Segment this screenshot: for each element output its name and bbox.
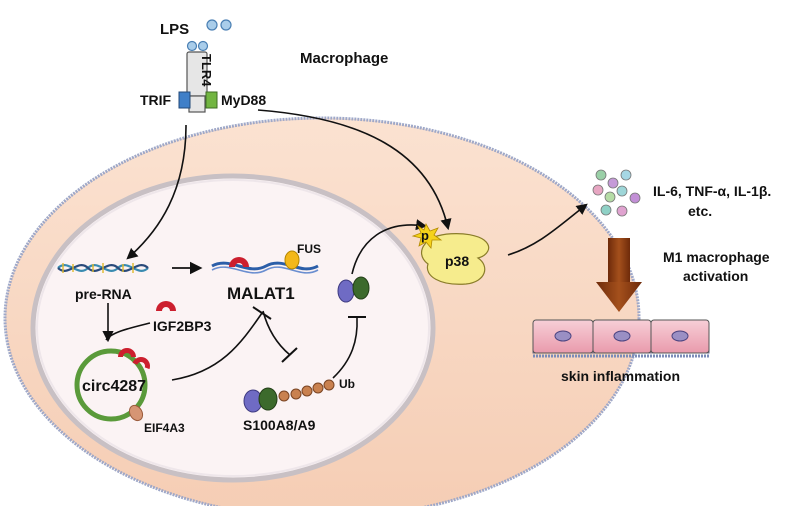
arrow-tlr4-to-prerna (126, 124, 187, 260)
lps-label: LPS (160, 21, 189, 38)
inhibit-circ-to-malat1 (171, 312, 263, 381)
ubiquitin-chain (278, 379, 335, 402)
macrophage-label: Macrophage (300, 50, 388, 67)
p38-label: p38 (445, 253, 469, 269)
igf2bp3-protein (156, 301, 176, 311)
myd88-adaptor (205, 91, 218, 109)
fus-label: FUS (297, 242, 321, 256)
s100a9-protein (258, 387, 278, 411)
skin-cells (532, 319, 710, 358)
inhibit-ub-to-s100 (332, 317, 358, 379)
igf2bp3-on-circ-1 (118, 348, 136, 357)
s100a8a9-label: S100A8/A9 (243, 417, 316, 433)
arrow-p38-to-cytokines (507, 203, 588, 256)
nucleus (30, 173, 436, 483)
cytokine-molecules (592, 169, 641, 217)
lps-molecules (186, 19, 232, 52)
p38-protein (421, 233, 490, 285)
malat1-label: MALAT1 (227, 284, 295, 303)
ub-label: Ub (339, 377, 355, 391)
fus-protein (284, 250, 300, 270)
inhibit-malat1-to-s100 (262, 310, 291, 356)
phospho-label: p (421, 228, 429, 243)
igf2bp3-on-circ-2 (132, 357, 150, 370)
igf2bp3-on-malat1 (229, 257, 249, 267)
eif4a3-label: EIF4A3 (144, 421, 185, 435)
m1-line1: M1 macrophage (663, 249, 770, 265)
arrow-igf2bp3-to-circ (105, 322, 151, 341)
free-s100a8-protein (337, 279, 355, 303)
m1-activation-arrow (596, 238, 642, 312)
pre-rna-helix (57, 263, 149, 273)
igf2bp3-label: IGF2BP3 (153, 318, 212, 334)
pre-rna-label: pre-RNA (75, 286, 132, 302)
arrow-myd88-to-p38 (257, 109, 452, 231)
myd88-label: MyD88 (221, 92, 266, 108)
eif4a3-protein (128, 404, 144, 422)
circ4287-ring (74, 348, 148, 422)
free-s100a9-protein (352, 276, 370, 300)
circ4287-label: circ4287 (82, 378, 146, 395)
malat1-strand (211, 261, 319, 274)
trif-label: TRIF (140, 92, 172, 108)
skin-inflammation-label: skin inflammation (561, 368, 680, 384)
arrow-s100-to-p38 (351, 219, 428, 275)
cytokines-line1: IL-6, TNF-α, IL-1β. (653, 183, 771, 199)
m1-line2: activation (683, 268, 748, 284)
cytokines-line2: etc. (688, 203, 712, 219)
tlr4-receptor (186, 51, 208, 113)
tlr4-label: TLR4 (199, 54, 214, 87)
phospho-burst (411, 223, 443, 249)
trif-adaptor (178, 91, 191, 109)
